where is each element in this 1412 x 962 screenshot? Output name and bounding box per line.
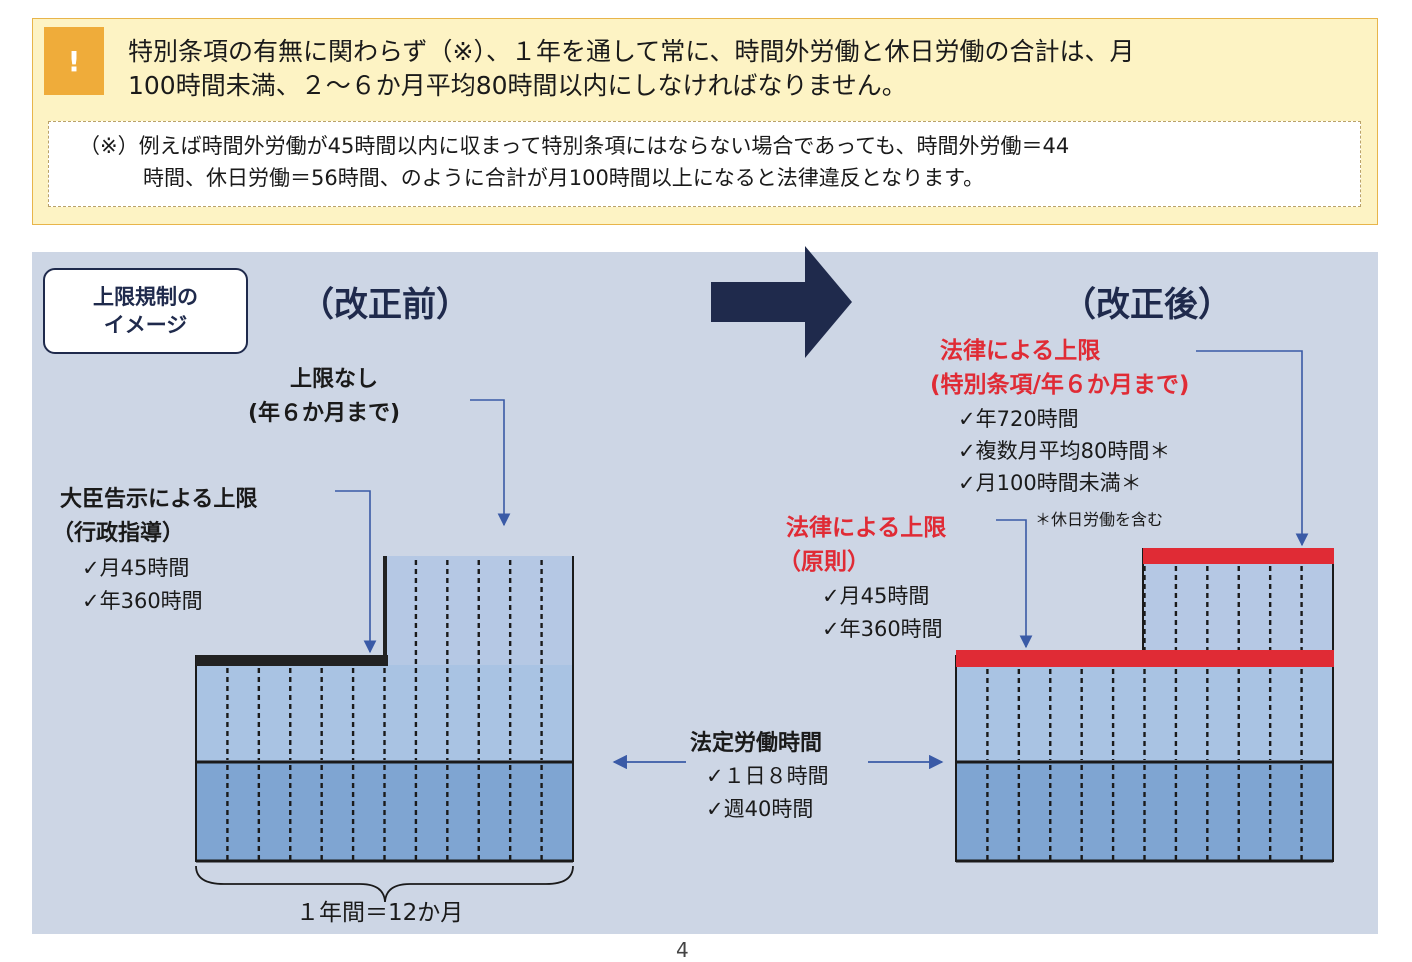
law-principle-limit-bar	[956, 650, 1334, 667]
year-brace	[195, 865, 574, 903]
image-label-line-1: 上限規制の	[93, 285, 198, 309]
minister-limit-item-1: ✓月45時間	[82, 556, 190, 580]
no-limit-label: 上限なし	[290, 367, 379, 392]
law-special-item-2: ✓複数月平均80時間＊	[958, 439, 1171, 463]
statutory-hours-label: 法定労働時間	[690, 731, 823, 756]
statutory-hours-item-2: ✓週40時間	[706, 797, 814, 821]
notice-line-1: 特別条項の有無に関わらず（※）、１年を通して常に、時間外労働と休日労働の合計は、…	[128, 37, 1135, 66]
minister-limit-pointer	[335, 490, 377, 654]
before-chart	[195, 556, 574, 903]
law-principle-label: 法律による上限	[786, 515, 947, 541]
page-number: 4	[676, 938, 689, 962]
statutory-hours-item-1: ✓１日８時間	[706, 764, 829, 788]
exclamation-icon: !	[44, 27, 104, 95]
minister-limit-bar	[196, 655, 388, 666]
law-principle-pointer	[996, 519, 1033, 649]
law-principle-item-1: ✓月45時間	[822, 584, 930, 608]
notice-example-line-2: 時間、休日労働＝56時間、のように合計が月100時間以上になると法律違反となりま…	[143, 166, 985, 190]
year-label: １年間＝12か月	[296, 900, 464, 926]
law-special-note: ＊休日労働を含む	[1035, 510, 1164, 529]
law-special-sublabel: (特別条項/年６か月まで)	[930, 372, 1190, 398]
notice-example-line-1: （※）例えば時間外労働が45時間以内に収まって特別条項にはならない場合であっても…	[79, 134, 1070, 158]
law-special-label: 法律による上限	[940, 338, 1101, 364]
after-chart	[955, 548, 1334, 863]
image-label-line-2: イメージ	[103, 313, 188, 337]
law-special-limit-bar	[1143, 548, 1334, 564]
minister-limit-item-2: ✓年360時間	[82, 589, 203, 613]
law-principle-sublabel: （原則）	[778, 549, 870, 575]
law-special-item-3: ✓月100時間未満＊	[958, 471, 1142, 495]
before-heading: （改正前）	[300, 285, 470, 325]
law-special-pointer	[1196, 350, 1309, 547]
law-special-item-1: ✓年720時間	[958, 407, 1079, 431]
image-label: 上限規制の イメージ	[43, 268, 248, 354]
no-limit-pointer	[470, 399, 511, 527]
after-month-dividers	[986, 566, 1303, 860]
transition-arrow-icon	[711, 246, 852, 358]
law-principle-item-2: ✓年360時間	[822, 617, 943, 641]
minister-limit-sublabel: （行政指導）	[52, 521, 185, 546]
after-heading: （改正後）	[1062, 285, 1232, 325]
notice-line-2: 100時間未満、２～６か月平均80時間以内にしなければなりません。	[128, 71, 907, 100]
no-limit-sublabel: (年６か月まで)	[248, 401, 401, 426]
minister-limit-label: 大臣告示による上限	[60, 487, 258, 512]
before-month-dividers	[226, 560, 543, 860]
notice-example-box: （※）例えば時間外労働が45時間以内に収まって特別条項にはならない場合であっても…	[48, 121, 1361, 207]
